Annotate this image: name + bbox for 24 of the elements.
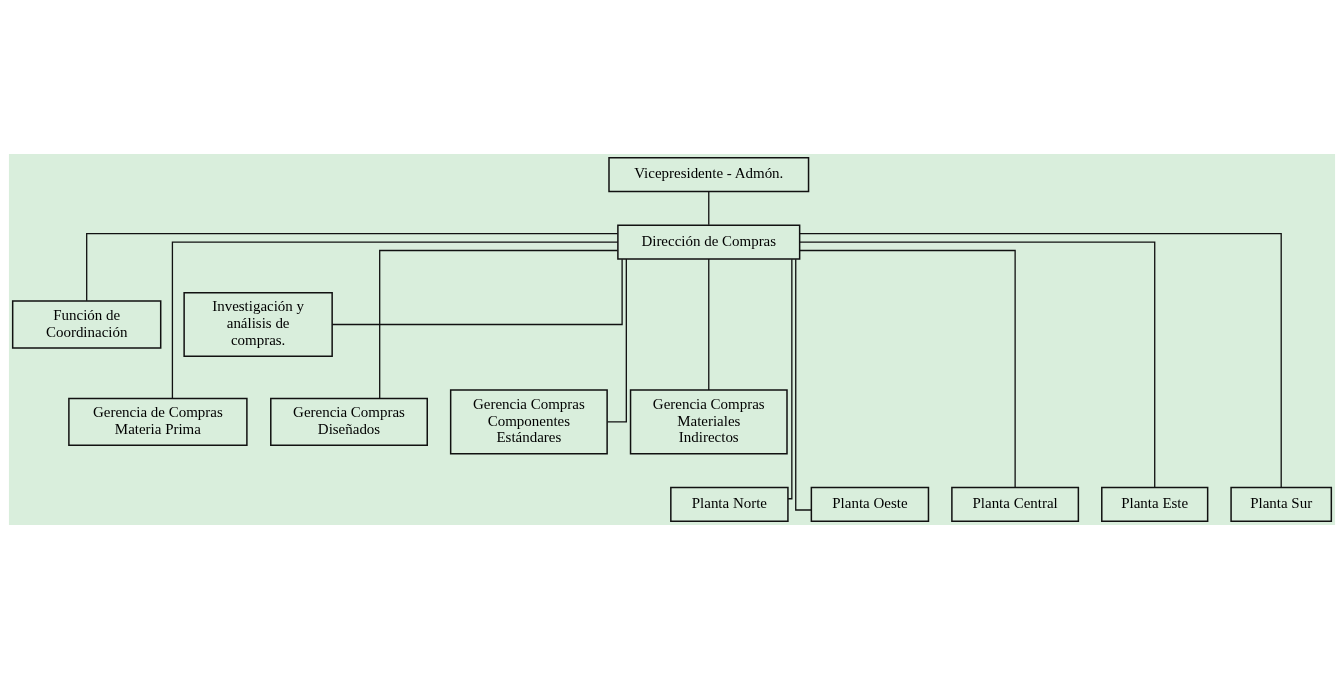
node-box: Vicepresidente - Admón. (608, 157, 810, 193)
connector (787, 258, 793, 500)
node-box: Planta Este (1101, 486, 1209, 522)
connector (379, 249, 619, 400)
connector (799, 241, 1156, 488)
connector (171, 241, 619, 400)
connector (795, 258, 812, 511)
connector (86, 232, 619, 302)
connector (799, 249, 1016, 488)
connector (708, 190, 710, 226)
node-box: Gerencia Compras Diseñados (270, 397, 428, 447)
node-box: Planta Sur (1230, 486, 1333, 522)
node-box: Planta Oeste (810, 486, 930, 522)
node-box: Planta Norte (670, 486, 789, 522)
node-box: Investigación y análisis de compras. (183, 291, 333, 358)
connector (799, 232, 1282, 489)
node-box: Planta Central (951, 486, 1080, 522)
node-box: Gerencia de Compras Materia Prima (68, 397, 248, 447)
node-box: Función de Coordinación (11, 300, 162, 349)
connector (708, 258, 710, 391)
node-box: Dirección de Compras (617, 224, 801, 260)
node-box: Gerencia Compras Componentes Estándares (449, 389, 608, 455)
node-box: Gerencia Compras Materiales Indirectos (629, 389, 788, 455)
connector (331, 258, 623, 326)
